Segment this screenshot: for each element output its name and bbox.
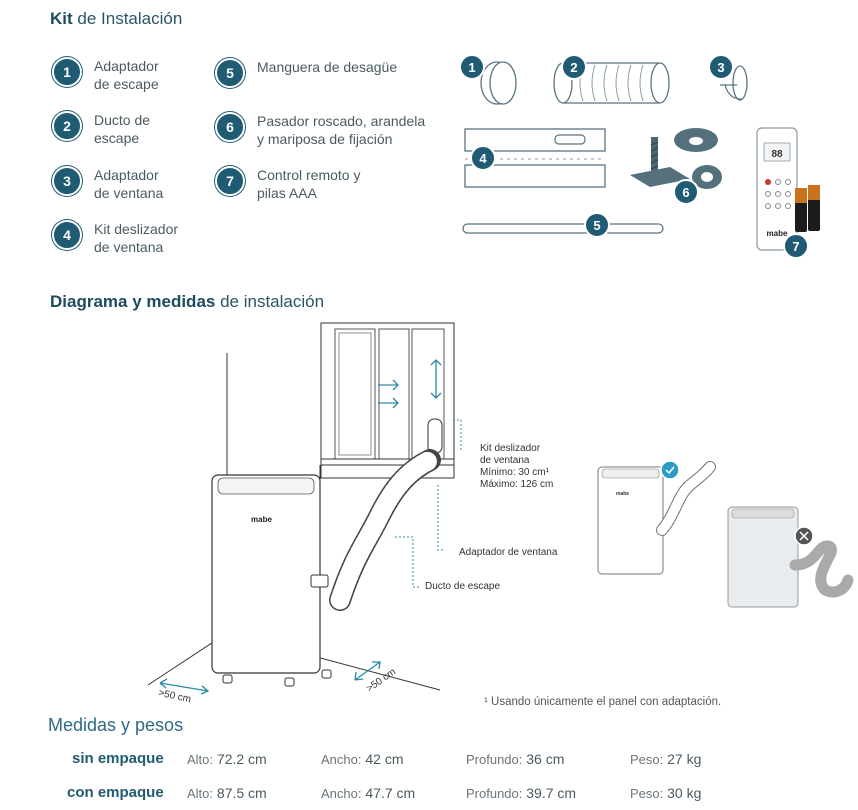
height-packed: Alto: 87.5 cm — [187, 785, 267, 801]
duct-position-examples: mabe — [597, 460, 854, 608]
slide-arrows — [378, 359, 442, 409]
remote-control-image: 88 mabe — [756, 127, 798, 251]
measures-title: Medidas y pesos — [48, 715, 184, 735]
remote-display-text: 88 — [771, 149, 783, 160]
row-label-unpacked: sin empaque — [72, 750, 164, 767]
svg-text:3: 3 — [717, 60, 724, 75]
number-badge: 6 — [215, 112, 245, 142]
kit-item-label: Adaptador de escape — [94, 58, 159, 92]
clearance-arrow-left — [159, 678, 210, 695]
exhaust-duct-label: Ducto de escape — [425, 581, 501, 592]
remote-brand-logo: mabe — [767, 229, 788, 238]
part-badge-7: 7 — [783, 233, 809, 259]
width-packed: Ancho: 47.7 cm — [321, 785, 416, 801]
kit-item-label: Control remoto y pilas AAA — [257, 167, 361, 201]
svg-text:6: 6 — [682, 185, 689, 200]
width-unpacked: Ancho: 42 cm — [321, 751, 404, 767]
svg-text:5: 5 — [593, 218, 600, 233]
weight-packed: Peso: 30 kg — [630, 785, 702, 801]
depth-unpacked: Profundo: 36 cm — [466, 751, 565, 767]
part-badge-6: 6 — [673, 179, 699, 205]
part-badge-3: 3 — [708, 54, 734, 80]
drain-hose-image — [462, 223, 664, 234]
exhaust-duct-image — [553, 62, 670, 104]
kit-item-7: 7 Control remoto y pilas AAA — [215, 166, 457, 202]
svg-text:7: 7 — [792, 239, 799, 254]
weight-unpacked: Peso: 27 kg — [630, 751, 702, 767]
portable-ac-unit: mabe — [211, 474, 332, 687]
svg-text:2: 2 — [570, 60, 577, 75]
kit-item-6: 6 Pasador roscado, arandela y mariposa d… — [215, 112, 457, 148]
fixing-screw-image — [630, 128, 722, 189]
part-badge-2: 2 — [561, 54, 587, 80]
footnote: ¹ Usando únicamente el panel con adaptac… — [484, 696, 722, 708]
number-badge: 4 — [52, 220, 82, 250]
kit-item-label: Kit deslizador de ventana — [94, 221, 179, 255]
number-badge: 7 — [215, 166, 245, 196]
exhaust-adapter-image — [480, 61, 517, 105]
window-adapter-label: Adaptador de ventana — [459, 547, 558, 558]
height-unpacked: Alto: 72.2 cm — [187, 751, 267, 767]
ac-brand-logo: mabe — [251, 515, 272, 524]
kit-item-label: Pasador roscado, arandela y mariposa de … — [257, 113, 426, 147]
part-badge-5: 5 — [584, 212, 610, 238]
batteries-image — [795, 185, 820, 232]
part-badge-4: 4 — [470, 145, 496, 171]
kit-item-4: 4 Kit deslizador de ventana — [52, 220, 244, 256]
window-adapter-image — [720, 65, 748, 101]
number-badge: 5 — [215, 58, 245, 88]
installation-diagram: mabe — [147, 322, 462, 695]
kit-section-title: Kit de Instalación — [50, 9, 183, 28]
kit-item-5: 5 Manguera de desagüe — [215, 58, 457, 88]
kit-item-label: Ducto de escape — [94, 112, 151, 146]
kit-item-label: Adaptador de ventana — [94, 167, 164, 201]
part-badge-1: 1 — [459, 54, 485, 80]
kit-item-1: 1 Adaptador de escape — [52, 57, 244, 93]
number-badge: 1 — [52, 57, 82, 87]
depth-packed: Profundo: 39.7 cm — [466, 785, 577, 801]
sliding-kit-label: Kit deslizador de ventana Mínimo: 30 cm¹… — [480, 443, 554, 490]
correct-install-example: mabe — [597, 460, 716, 575]
row-label-packed: con empaque — [67, 784, 164, 801]
svg-text:4: 4 — [479, 151, 487, 166]
kit-item-2: 2 Ducto de escape — [52, 111, 244, 147]
check-icon — [660, 460, 680, 480]
svg-text:mabe: mabe — [616, 491, 629, 497]
svg-text:1: 1 — [468, 60, 475, 75]
kit-parts-illustration: 88 mabe 1 2 3 4 5 6 7 — [459, 54, 820, 259]
clearance-arrow-right — [354, 661, 381, 681]
diagram-section-title: Diagrama y medidas de instalación — [50, 292, 325, 311]
number-badge: 3 — [52, 166, 82, 196]
kit-item-label: Manguera de desagüe — [257, 59, 398, 75]
number-badge: 2 — [52, 111, 82, 141]
kit-item-3: 3 Adaptador de ventana — [52, 166, 244, 202]
sliding-kit-image — [464, 128, 606, 188]
incorrect-install-example — [727, 506, 854, 608]
